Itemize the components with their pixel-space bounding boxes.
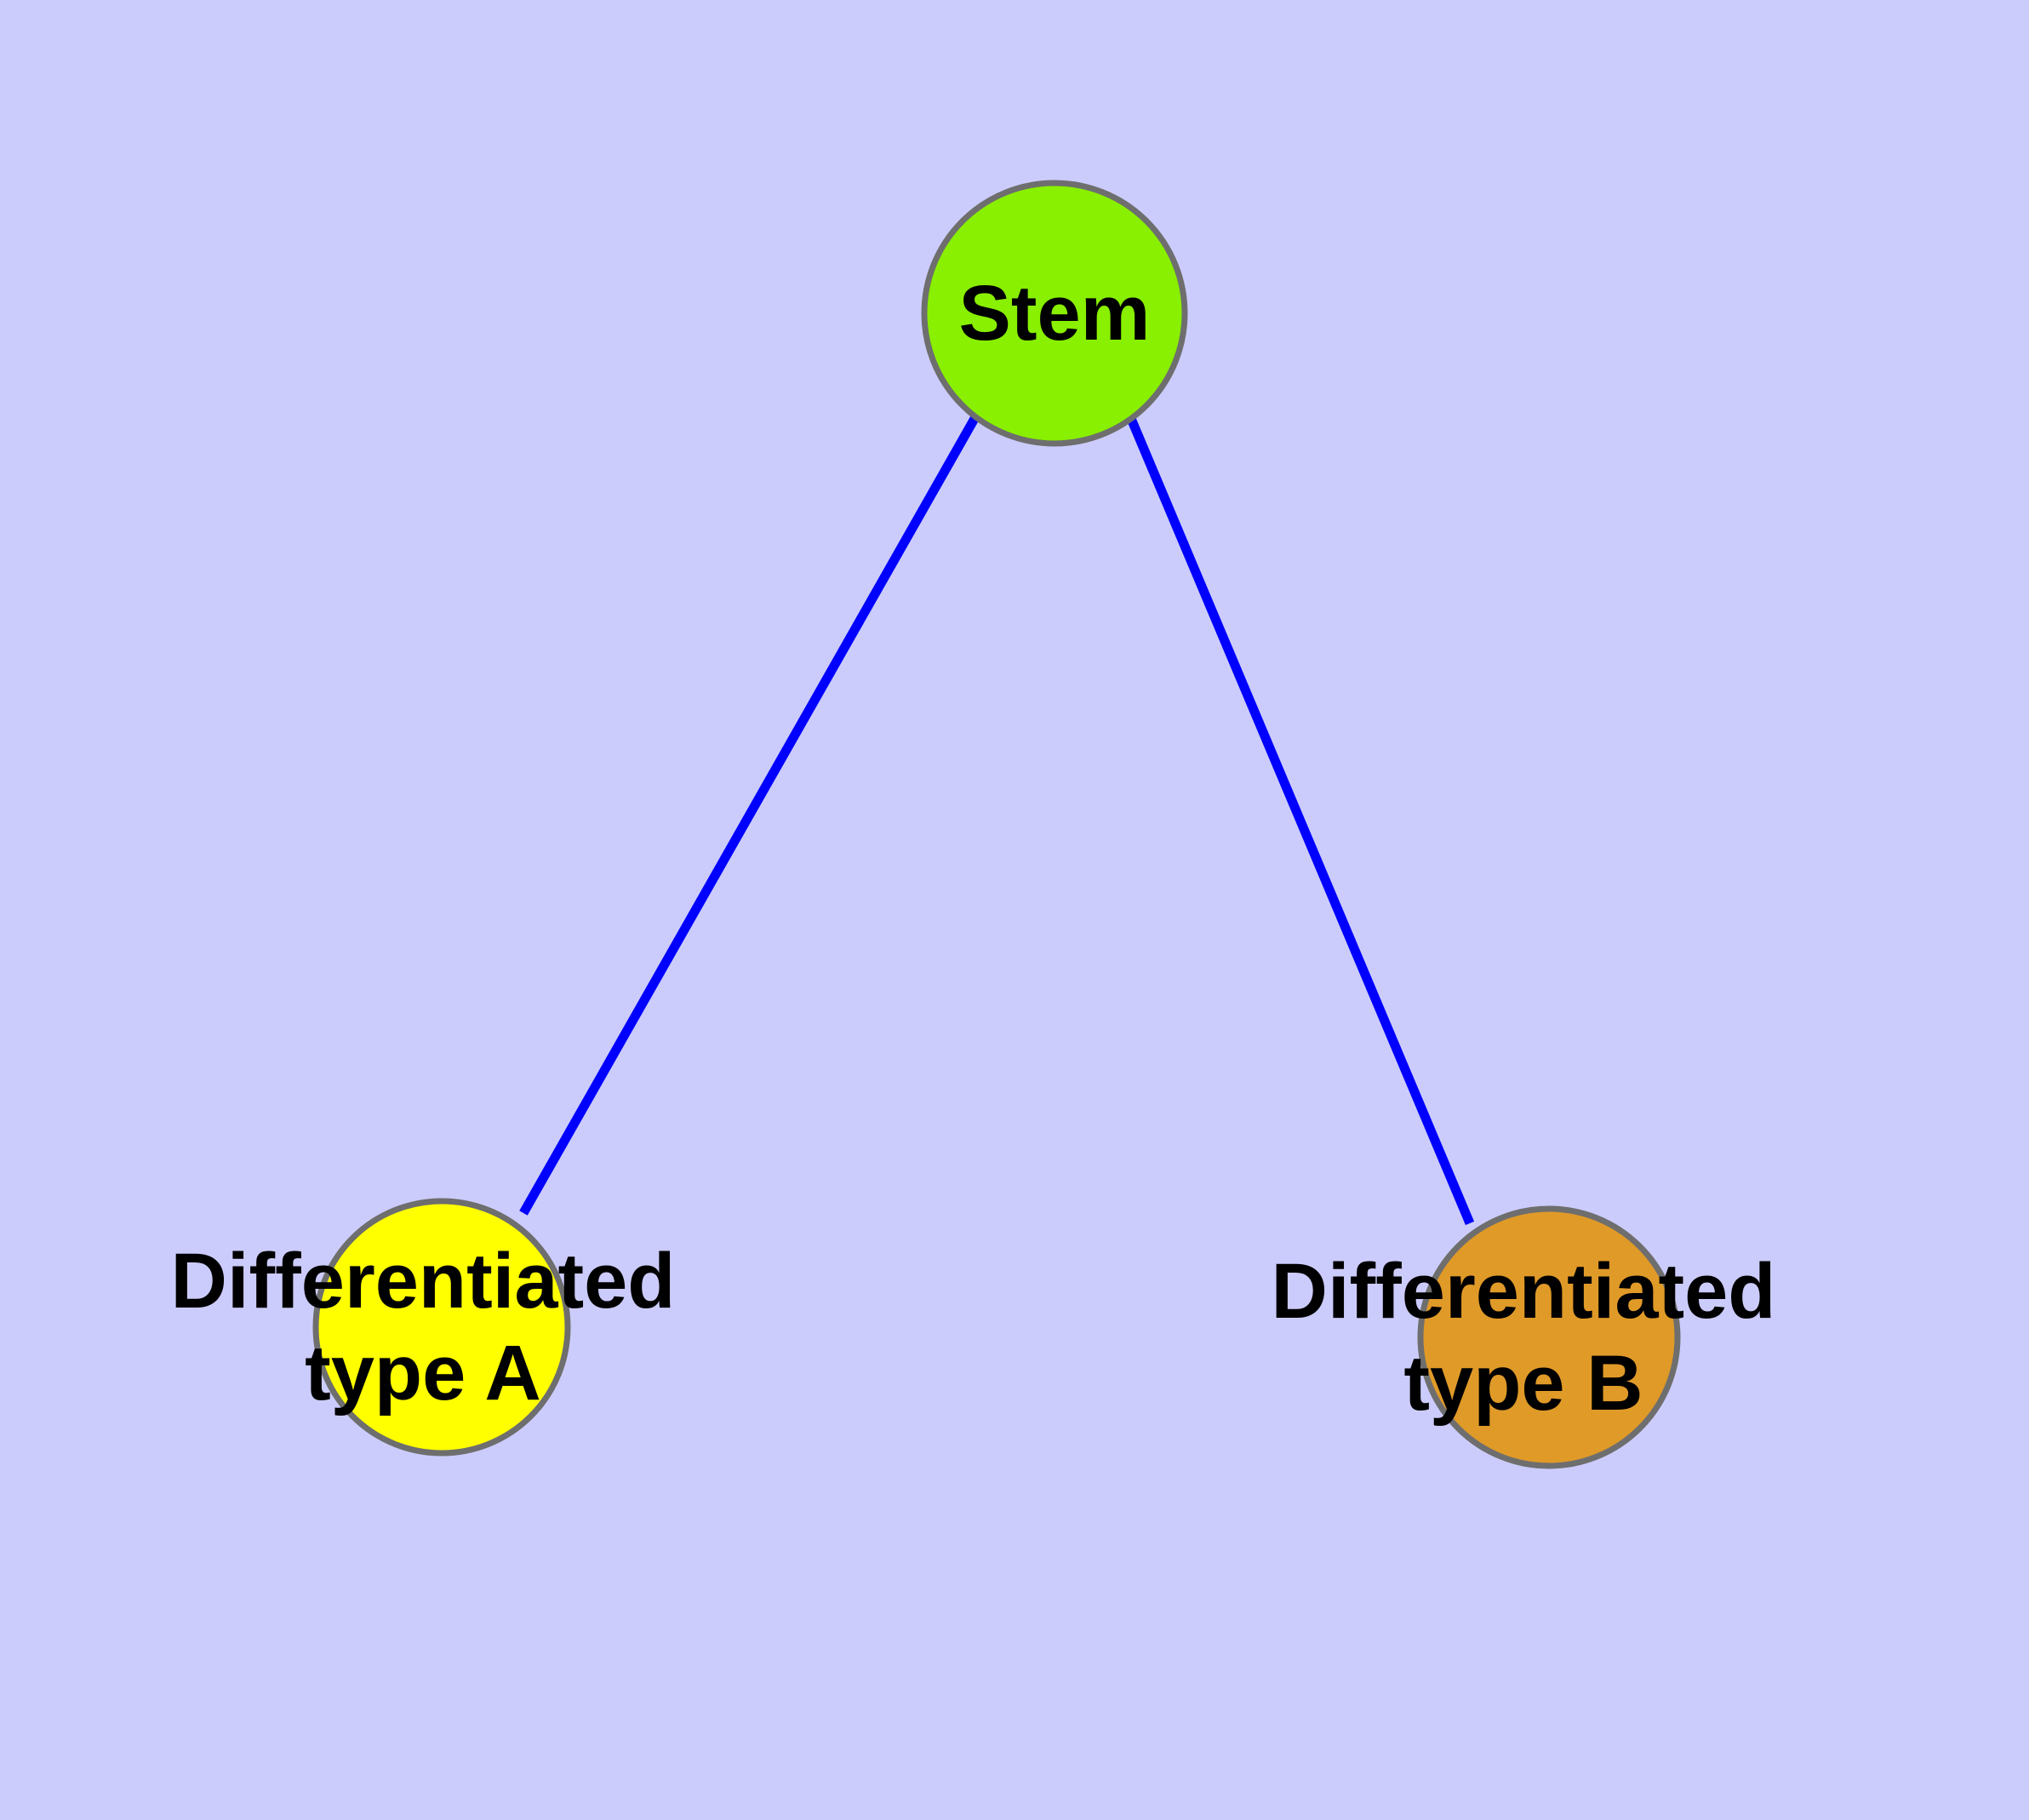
node-stem[interactable]: Stem: [921, 180, 1188, 447]
edges-group: [519, 412, 1475, 1226]
node-label-stem-line1: Stem: [959, 270, 1151, 357]
edge-stem-to-diff_a: [519, 415, 980, 1216]
node-label-diff_b-line1: Differentiated: [1272, 1248, 1776, 1335]
node-label-diff_a-line1: Differentiated: [171, 1238, 676, 1325]
node-label-diff_a-line2: type A: [305, 1330, 541, 1417]
node-label-diff_b-line2: type B: [1403, 1340, 1643, 1427]
edge-stem-to-diff_b: [1124, 412, 1475, 1226]
node-circle-diff_a[interactable]: [312, 1198, 571, 1457]
node-circle-stem[interactable]: [921, 180, 1188, 447]
node-circle-diff_b[interactable]: [1417, 1205, 1681, 1469]
